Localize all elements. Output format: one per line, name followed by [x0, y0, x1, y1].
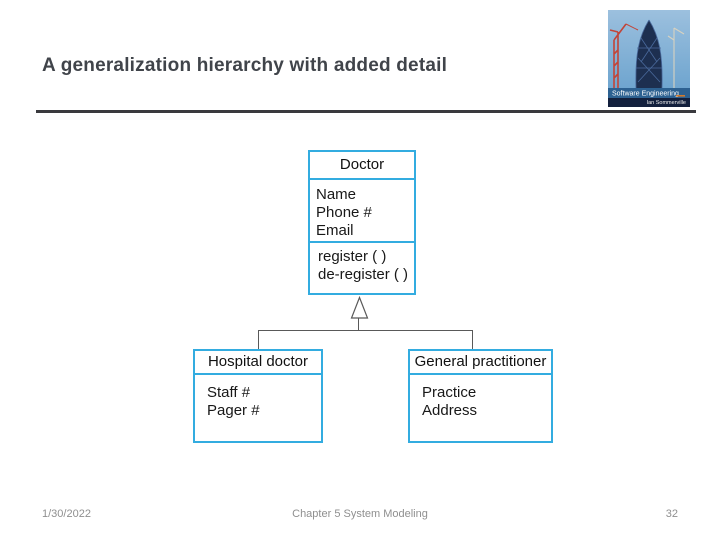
- class-attribute: Email: [316, 222, 354, 239]
- gherkin-lattice: [635, 19, 663, 89]
- class-attribute: Staff #: [207, 384, 251, 401]
- class-attribute: Address: [422, 402, 478, 419]
- title-underline: [36, 110, 696, 113]
- footer-date: 1/30/2022: [42, 508, 91, 520]
- uml-class-doctor: Doctor Name Phone # Email register ( ) d…: [308, 150, 416, 295]
- class-attribute: Phone #: [316, 204, 372, 221]
- cover-title-band: [608, 88, 690, 98]
- class-name: Doctor: [310, 152, 414, 180]
- cover-book-title: Software Engineering: [612, 91, 679, 98]
- connector-stem: [358, 318, 359, 330]
- cover-edition-mark: [676, 95, 685, 97]
- crane-red-icon: [609, 23, 627, 88]
- footer-page-number: 32: [665, 508, 678, 520]
- class-attributes: Staff # Pager #: [195, 375, 321, 420]
- class-operation: register ( ): [318, 248, 387, 265]
- crane-light-icon: [667, 27, 685, 88]
- class-attributes: Practice Address: [410, 375, 551, 420]
- cover-author-band: [608, 98, 690, 107]
- class-attributes: Name Phone # Email: [310, 180, 414, 243]
- connector-horizontal: [258, 330, 473, 331]
- book-cover-logo: Software Engineering Ian Sommerville: [608, 10, 690, 107]
- uml-class-hospital-doctor: Hospital doctor Staff # Pager #: [193, 349, 323, 443]
- uml-class-general-practitioner: General practitioner Practice Address: [408, 349, 553, 443]
- class-attribute: Pager #: [207, 402, 260, 419]
- connector-left-drop: [258, 330, 259, 349]
- slide-title: A generalization hierarchy with added de…: [42, 55, 448, 76]
- class-attribute: Practice: [422, 384, 477, 401]
- class-attribute: Name: [316, 186, 357, 203]
- connector-right-drop: [472, 330, 473, 349]
- generalization-triangle-icon: [350, 296, 369, 319]
- crane-red-arm-icon: [625, 23, 639, 31]
- class-operation: de-register ( ): [318, 266, 409, 283]
- class-operations: register ( ) de-register ( ): [310, 243, 414, 284]
- class-name: Hospital doctor: [195, 351, 321, 375]
- class-name: General practitioner: [410, 351, 551, 375]
- gherkin-building: [635, 20, 663, 88]
- cover-author: Ian Sommerville: [647, 100, 686, 106]
- footer-chapter-label: Chapter 5 System Modeling: [292, 508, 428, 520]
